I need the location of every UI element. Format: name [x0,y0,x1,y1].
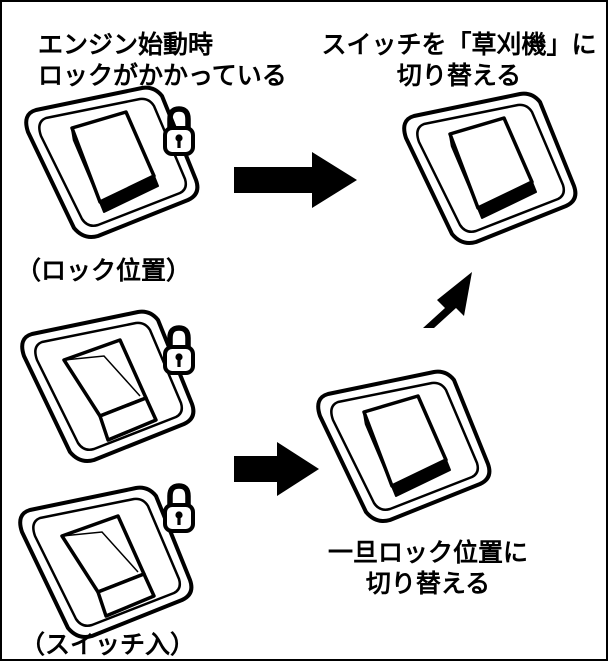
label-lock-position: （ロック位置） [16,256,192,285]
label-temp-lock: 一旦ロック位置に 切り替える [327,538,528,598]
lock-middle-left [165,328,193,373]
arrow-right-icon [234,442,319,496]
label-switch-to-mower: スイッチを「草刈機」に 切り替える [321,30,597,90]
label-engine-start: エンジン始動時 ロックがかかっている [38,30,287,90]
label-switch-on: （スイッチ入） [20,630,196,659]
arrow-up-right-icon [423,272,472,328]
lock-top-left [165,109,193,154]
switch-middle-right [316,369,492,523]
arrow-right-icon [234,152,357,208]
lock-bottom-left [165,486,193,531]
switch-top-right [402,91,578,246]
